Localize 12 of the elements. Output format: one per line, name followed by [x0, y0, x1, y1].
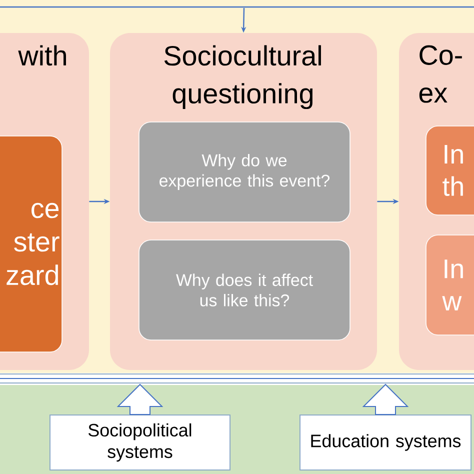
- system-box: Education systems: [300, 414, 472, 470]
- block-arrow: [116, 384, 164, 415]
- step-box: ce ster zard: [0, 136, 62, 352]
- step-box: Why does it affect us like this?: [138, 240, 350, 340]
- stage-heading: with: [18, 45, 66, 66]
- stage-heading: Sociocultural questioning: [164, 45, 321, 110]
- step-box: Why do we experience this event?: [138, 122, 350, 222]
- system-box: Sociopolitical systems: [50, 414, 230, 470]
- step-box: In th: [426, 126, 474, 216]
- step-box: In w: [426, 234, 474, 336]
- stage-heading: Co- ex: [419, 45, 462, 103]
- block-arrow: [362, 384, 409, 415]
